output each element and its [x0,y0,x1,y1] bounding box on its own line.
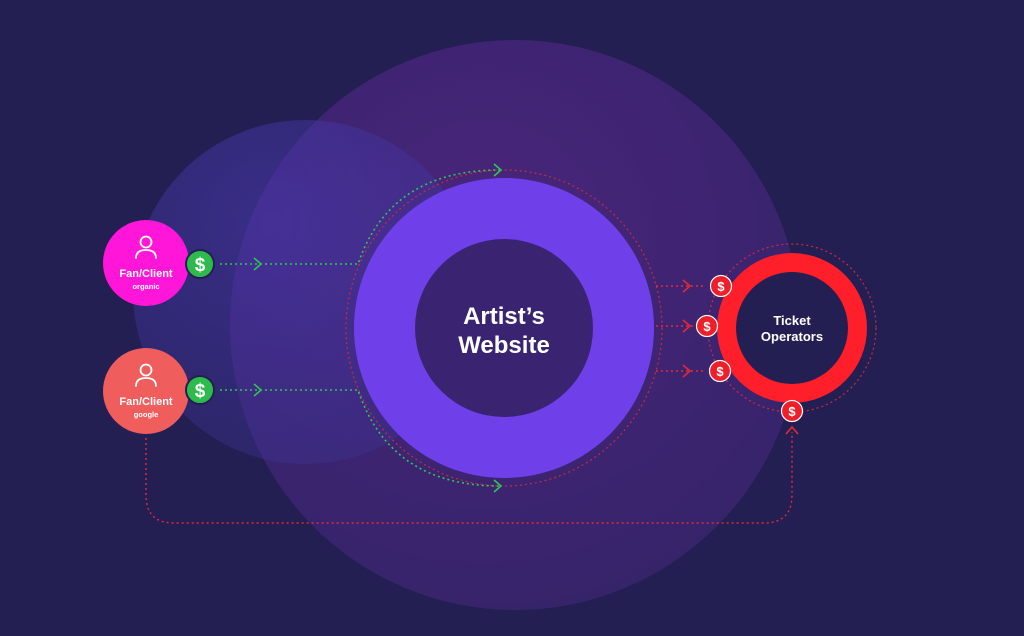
flow-website-to-operators-low-arrow [682,364,692,378]
fan-google-subtitle: google [134,410,159,419]
fan-google-title: Fan/Client [119,396,173,408]
website-orbit [345,169,663,487]
fan-organic-node[interactable]: Fan/Client organic [103,220,189,306]
fee-badge-bottom: $ [780,399,804,423]
operators-label-line2: Operators [761,329,823,344]
fee-badge-top: $ [709,274,733,298]
flow-website-to-operators-mid-arrow [682,319,692,333]
flow-google-to-operators-arrow [785,425,799,435]
flow-google-arrow-mid [253,383,263,397]
dollar-icon: $ [195,255,206,276]
operators-core [736,272,848,384]
dollar-icon: $ [703,319,711,334]
user-icon [135,235,157,259]
dollar-icon: $ [788,404,796,419]
dollar-icon: $ [717,279,725,294]
website-label-line2: Website [458,332,550,359]
flow-google-to-website [220,389,501,487]
flow-organic-arrow-mid [253,257,263,271]
dollar-icon: $ [195,381,206,402]
flow-website-to-operators-top-arrow [682,279,692,293]
flow-organic-to-website [220,169,501,265]
fan-organic-subtitle: organic [132,282,159,291]
dollar-icon: $ [716,364,724,379]
flow-organic-arrow-top [493,163,503,177]
fan-organic-title: Fan/Client [119,268,173,280]
fee-badge-low: $ [708,359,732,383]
operators-label-line1: Ticket [773,313,811,328]
flow-google-arrow-bottom [493,479,503,493]
flow-google-to-operators [145,432,793,524]
fan-google-node[interactable]: Fan/Client google [103,348,189,434]
website-core [415,239,593,417]
payment-badge-organic: $ [185,249,215,279]
fee-badge-mid: $ [695,314,719,338]
payment-badge-google: $ [185,375,215,405]
user-icon [135,363,157,387]
website-label-line1: Artist’s [463,303,545,330]
